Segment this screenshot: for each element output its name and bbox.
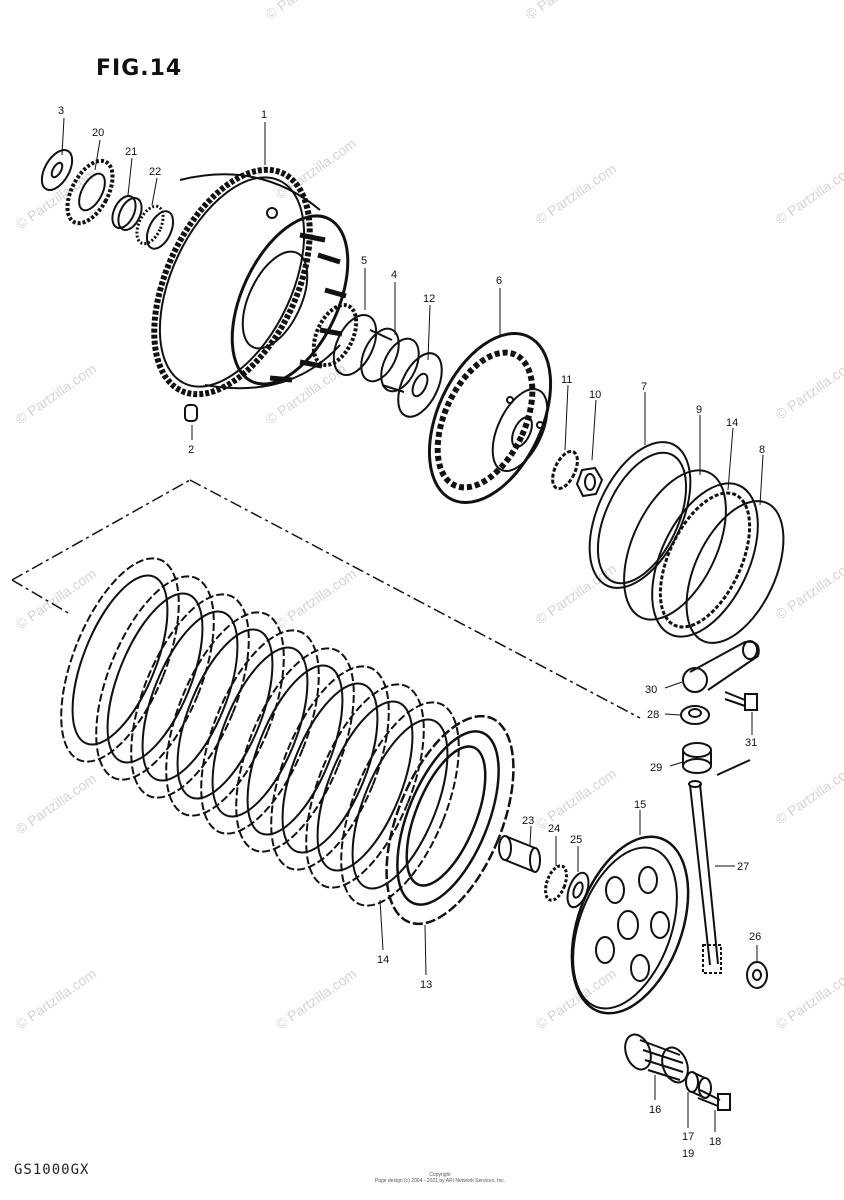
callout-14: 14 xyxy=(377,954,389,966)
model-code: GS1000GX xyxy=(14,1162,90,1178)
clutch-plate xyxy=(305,683,425,889)
assembly-bracket xyxy=(11,479,641,719)
callout-19: 19 xyxy=(682,1148,694,1160)
callout-labels: 1 2 3 4 5 6 7 8 9 10 11 12 13 14 14 15 1… xyxy=(58,105,765,1160)
callout-27: 27 xyxy=(737,861,749,873)
callout-13: 13 xyxy=(420,979,432,991)
part-18-bolt xyxy=(697,1089,731,1111)
callout-12: 12 xyxy=(423,293,435,305)
part-11-lock-washer xyxy=(551,449,579,491)
callout-29: 29 xyxy=(650,762,662,774)
callout-31: 31 xyxy=(745,737,757,749)
callout-11: 11 xyxy=(561,374,572,386)
callout-26: 26 xyxy=(749,931,761,943)
callout-30: 30 xyxy=(645,684,657,696)
clutch-plate xyxy=(60,557,180,763)
watermark: © Partzilla.com xyxy=(13,165,99,232)
leader-lines xyxy=(61,117,764,1132)
clutch-plate-front xyxy=(385,714,515,926)
callout-24: 24 xyxy=(548,823,560,835)
part-16-spring xyxy=(624,1033,689,1084)
watermark: © Partzilla.com xyxy=(273,965,359,1032)
callout-14: 14 xyxy=(726,417,738,429)
watermark: © Partzilla.com xyxy=(523,0,609,22)
part-21-spacer xyxy=(111,195,143,231)
callout-6: 6 xyxy=(496,275,502,287)
watermark: © Partzilla.com xyxy=(13,565,99,632)
part-1-clutch-housing xyxy=(151,166,350,398)
part-3-washer xyxy=(40,149,74,191)
copyright-notice: Copyright Page design (c) 2004 - 2021 by… xyxy=(374,1172,506,1184)
watermark: © Partzilla.com xyxy=(263,0,349,22)
callout-17: 17 xyxy=(682,1131,694,1143)
watermark: © Partzilla.com xyxy=(533,160,619,227)
clutch-plate xyxy=(165,611,285,817)
callout-3: 3 xyxy=(58,105,64,117)
watermark: © Partzilla.com xyxy=(773,160,844,227)
part-31-bolt xyxy=(724,691,758,711)
callout-22: 22 xyxy=(149,166,161,178)
clutch-plate xyxy=(200,629,320,835)
callout-1: 1 xyxy=(261,109,267,121)
part-23-release-bearing xyxy=(498,835,541,873)
clutch-plate-stack xyxy=(60,557,515,926)
watermark: © Partzilla.com xyxy=(773,555,844,622)
watermark: © Partzilla.com xyxy=(533,965,619,1032)
callout-20: 20 xyxy=(92,127,104,139)
callout-7: 7 xyxy=(641,381,647,393)
part-22-needle-bearing xyxy=(135,204,175,250)
part-9-plate xyxy=(623,469,727,621)
clutch-plate xyxy=(270,665,390,871)
callout-21: 21 xyxy=(125,146,137,158)
part-8-wire-ring xyxy=(685,500,785,644)
part-26-nut xyxy=(746,961,768,989)
part-4-sleeve xyxy=(360,327,420,393)
part-24-washer xyxy=(544,864,568,902)
callout-23: 23 xyxy=(522,815,534,827)
part-12-thrust-washer xyxy=(397,352,443,418)
clutch-plate xyxy=(130,593,250,799)
clutch-plate xyxy=(340,701,460,907)
callout-28: 28 xyxy=(647,709,659,721)
callout-25: 25 xyxy=(570,834,582,846)
callout-5: 5 xyxy=(361,255,367,267)
watermark: © Partzilla.com xyxy=(13,965,99,1032)
callout-18: 18 xyxy=(709,1136,721,1148)
part-27-push-rod xyxy=(688,780,722,974)
callout-2: 2 xyxy=(188,444,194,456)
watermark: © Partzilla.com xyxy=(273,565,359,632)
watermark: © Partzilla.com xyxy=(13,360,99,427)
callout-9: 9 xyxy=(696,404,702,416)
part-10-nut xyxy=(575,466,604,498)
watermark-layer: © Partzilla.com © Partzilla.com © Partzi… xyxy=(13,0,844,1032)
callout-15: 15 xyxy=(634,799,646,811)
part-2-pin xyxy=(184,404,198,422)
watermark: © Partzilla.com xyxy=(773,355,844,422)
watermark: © Partzilla.com xyxy=(13,770,99,837)
part-14-plate xyxy=(651,482,759,638)
part-30-release-arm xyxy=(682,640,760,693)
watermark: © Partzilla.com xyxy=(773,965,844,1032)
callout-10: 10 xyxy=(589,389,601,401)
part-6-clutch-hub xyxy=(427,332,553,504)
callout-8: 8 xyxy=(759,444,765,456)
part-20-gear xyxy=(65,158,115,226)
watermark: © Partzilla.com xyxy=(533,560,619,627)
callout-16: 16 xyxy=(649,1104,661,1116)
watermark: © Partzilla.com xyxy=(773,760,844,827)
figure-title: FIG.14 xyxy=(96,56,183,81)
watermark: © Partzilla.com xyxy=(273,135,359,202)
part-29-oil-seal xyxy=(682,742,751,776)
watermark: © Partzilla.com xyxy=(533,765,619,832)
part-15-pressure-plate xyxy=(570,835,690,1015)
clutch-plate xyxy=(235,647,355,853)
callout-4: 4 xyxy=(391,269,397,281)
part-17-washer xyxy=(685,1071,712,1099)
part-5-bearing xyxy=(311,303,378,376)
clutch-plate xyxy=(95,575,215,781)
part-28-bushing xyxy=(680,705,710,725)
